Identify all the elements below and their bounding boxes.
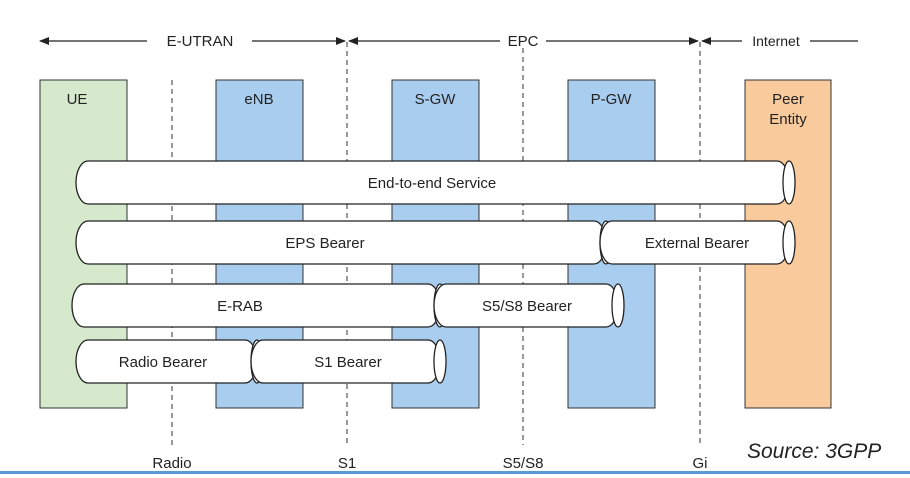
sgw-label: S-GW (415, 91, 457, 108)
s5s8-bearer-pipe (433, 283, 625, 328)
s1-interface-label: S1 (338, 455, 356, 472)
bottom-rule (0, 471, 910, 474)
s5s8-interface-label: S5/S8 (503, 455, 544, 472)
s5s8-bearer-label: S5/S8 Bearer (482, 298, 572, 315)
e-rab-label: E-RAB (217, 298, 263, 315)
s1-bearer-label: S1 Bearer (314, 354, 382, 371)
epc-label: EPC (508, 33, 539, 50)
eps-bearer-label: EPS Bearer (285, 235, 364, 252)
pgw-label: P-GW (591, 91, 633, 108)
source-caption: Source: 3GPP (747, 440, 882, 463)
radio-interface-label: Radio (152, 455, 191, 472)
peer-label-line1: Peer (772, 91, 804, 108)
ue-label: UE (67, 91, 88, 108)
radio-bearer-label: Radio Bearer (119, 354, 207, 371)
peer-label-line2: Entity (769, 111, 807, 128)
e-utran-label: E-UTRAN (167, 33, 234, 50)
end-to-end-service-label: End-to-end Service (368, 175, 496, 192)
external-bearer-label: External Bearer (645, 235, 749, 252)
s1-bearer-pipe (250, 339, 447, 384)
enb-label: eNB (244, 91, 273, 108)
external-bearer-pipe (599, 220, 796, 265)
end-to-end-service-pipe (75, 160, 796, 205)
internet-label: Internet (752, 33, 800, 49)
gi-interface-label: Gi (693, 455, 708, 472)
